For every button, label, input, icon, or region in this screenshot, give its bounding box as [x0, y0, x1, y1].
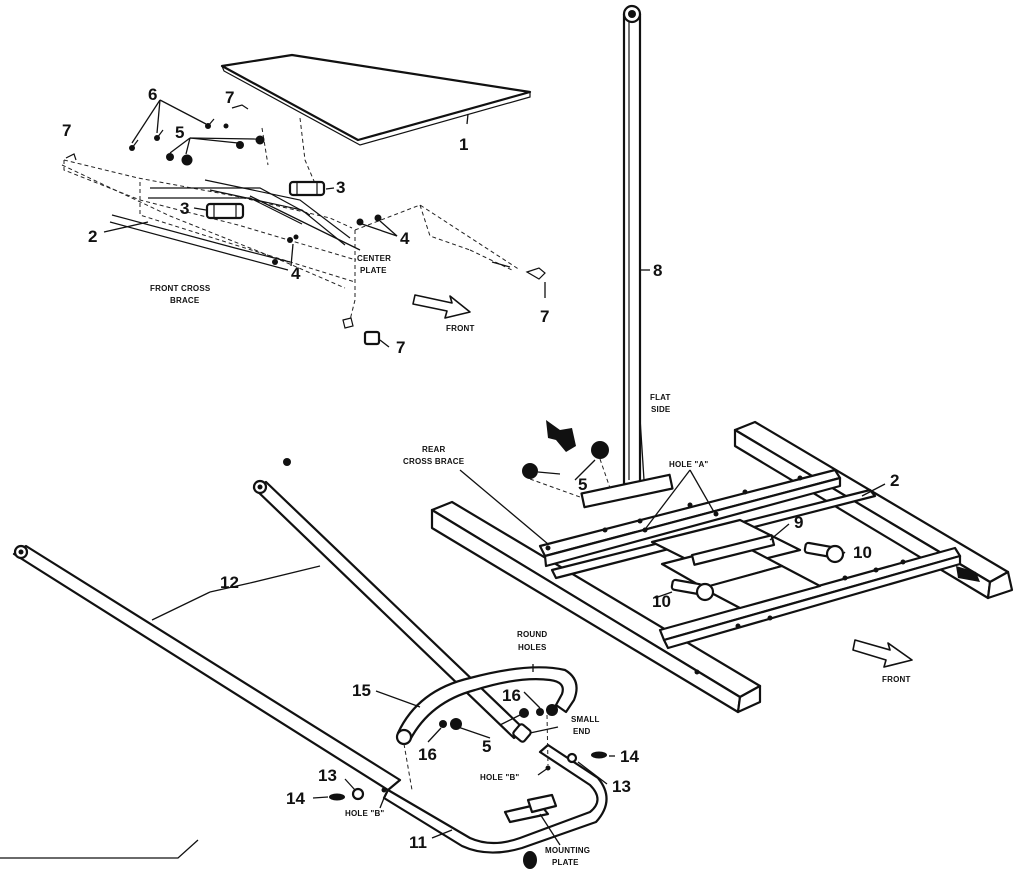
- ground-line: [0, 839, 199, 859]
- nuts-5-top: [166, 135, 265, 166]
- label-rear-cross-brace-1: REAR: [422, 445, 445, 454]
- front-cross-brace: [109, 214, 291, 271]
- callout-8: 8: [653, 261, 662, 280]
- rod-12-long: [12, 544, 402, 792]
- label-center-plate-1: CENTER: [357, 254, 391, 263]
- leaders-right: [459, 269, 886, 599]
- label-hole-b-left: HOLE "B": [345, 809, 384, 818]
- callout-9: 9: [794, 513, 803, 532]
- callout-10b: 10: [652, 592, 671, 611]
- callout-4a: 4: [400, 229, 410, 248]
- callout-2-left: 2: [88, 227, 97, 246]
- callout-11: 11: [409, 833, 427, 852]
- label-center-plate-2: PLATE: [360, 266, 387, 275]
- caps-7: [65, 104, 546, 346]
- nuts-5-right: [522, 441, 611, 498]
- callout-13b: 13: [612, 777, 631, 796]
- callout-7a: 7: [225, 88, 234, 107]
- center-plate: [148, 179, 351, 246]
- label-small-end-2: END: [573, 727, 591, 736]
- label-front-top: FRONT: [446, 324, 475, 333]
- callout-7d: 7: [396, 338, 405, 357]
- label-front-cross-brace-2: BRACE: [170, 296, 200, 305]
- leaders-top-left: [103, 99, 546, 348]
- callout-15: 15: [352, 681, 371, 700]
- callout-2-right: 2: [890, 471, 899, 490]
- label-small-end-1: SMALL: [571, 715, 600, 724]
- callout-5a: 5: [175, 123, 184, 142]
- callout-14b: 14: [620, 747, 639, 766]
- callout-3b: 3: [336, 178, 345, 197]
- direction-arrow: [546, 420, 576, 452]
- callout-7b: 7: [62, 121, 71, 140]
- callout-16a: 16: [502, 686, 521, 705]
- handle-15: [395, 666, 578, 746]
- base-frame: [430, 420, 1014, 714]
- front-arrow-bottom: [852, 639, 913, 668]
- rod-12-short: [252, 479, 532, 743]
- callout-1: 1: [459, 135, 468, 154]
- top-board: [220, 53, 532, 146]
- bolts-4: [272, 214, 382, 265]
- callout-12: 12: [220, 573, 239, 592]
- front-arrow-top: [412, 294, 471, 319]
- mounting-bolt: [523, 851, 537, 869]
- fasteners-bottom: [329, 704, 607, 801]
- label-front-bottom: FRONT: [882, 675, 911, 684]
- bracket-3b: [288, 180, 326, 197]
- callout-16b: 16: [418, 745, 437, 764]
- label-hole-a: HOLE "A": [669, 460, 708, 469]
- label-round-holes-2: HOLES: [518, 643, 547, 652]
- callout-7c: 7: [540, 307, 549, 326]
- callout-14a: 14: [286, 789, 305, 808]
- callout-10a: 10: [853, 543, 872, 562]
- callout-4b: 4: [291, 264, 301, 283]
- label-hole-b-right: HOLE "B": [480, 773, 519, 782]
- knob-10a: [803, 541, 845, 564]
- callout-5b: 5: [578, 475, 587, 494]
- label-mounting-plate-2: PLATE: [552, 858, 579, 867]
- knob-10b: [670, 578, 715, 602]
- label-flat-side-1: FLAT: [650, 393, 671, 402]
- label-mounting-plate-1: MOUNTING: [545, 846, 590, 855]
- leaders-bottom: [151, 565, 615, 846]
- label-front-cross-brace-1: FRONT CROSS: [150, 284, 211, 293]
- label-round-holes-1: ROUND: [517, 630, 547, 639]
- seat-frame-dashed: [61, 117, 521, 321]
- label-rear-cross-brace-2: CROSS BRACE: [403, 457, 465, 466]
- callout-6: 6: [148, 85, 157, 104]
- stray-fastener: [283, 458, 291, 466]
- callout-5c: 5: [482, 737, 491, 756]
- screws-6: [129, 118, 229, 151]
- bracket-3a: [205, 202, 245, 220]
- label-flat-side-2: SIDE: [651, 405, 671, 414]
- slide-plate-9: [650, 518, 822, 610]
- callout-3a: 3: [180, 199, 189, 218]
- post: [580, 4, 674, 509]
- callout-13a: 13: [318, 766, 337, 785]
